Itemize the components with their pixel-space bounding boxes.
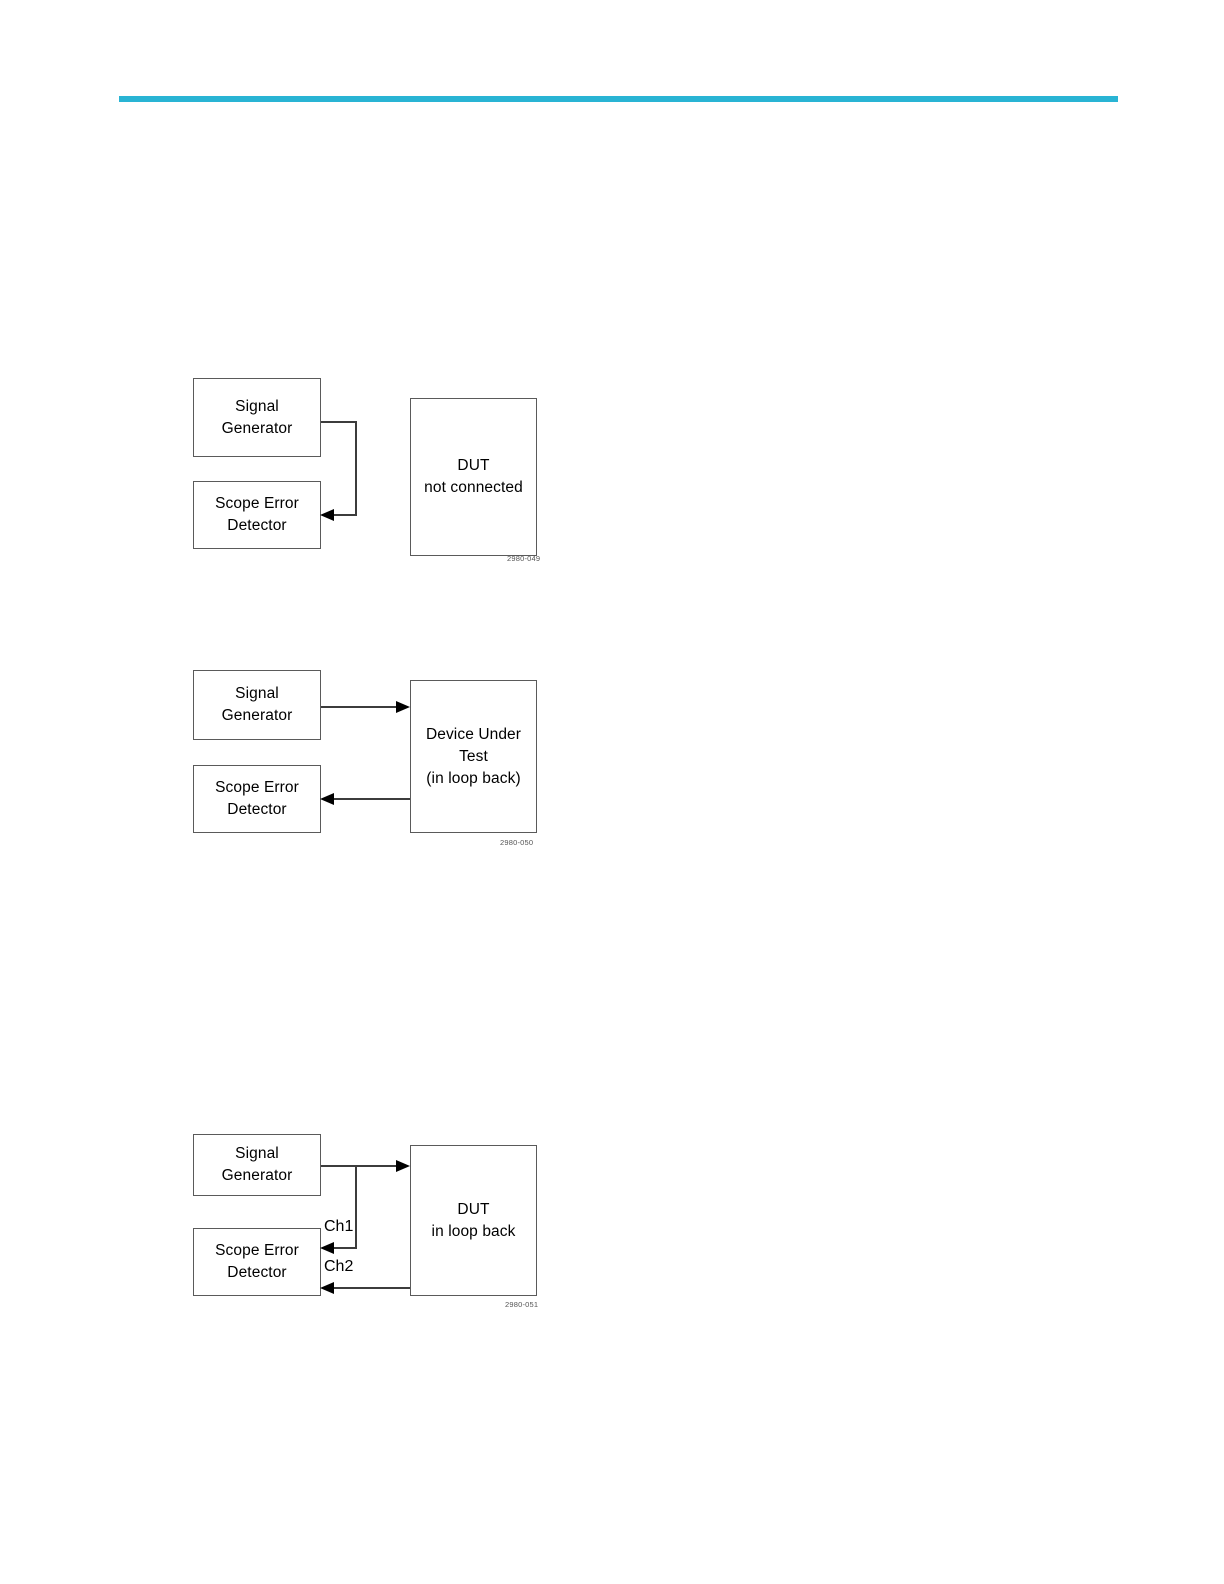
block-dut: Device Under Test (in loop back): [410, 680, 537, 833]
wire-generator-to-dut-arrowhead: [396, 701, 410, 713]
block-dut-label: DUT not connected: [424, 457, 523, 496]
block-dut: DUT in loop back: [410, 1145, 537, 1296]
label-channel-1: Ch1: [324, 1218, 354, 1235]
figure-id-code: 2980-051: [505, 1300, 539, 1309]
block-scope-error-detector-label: Scope Error Detector: [215, 1242, 299, 1281]
block-scope-error-detector: Scope Error Detector: [193, 481, 321, 549]
wire-loopback: [321, 421, 357, 516]
block-scope-error-detector-label: Scope Error Detector: [215, 779, 299, 818]
block-dut: DUT not connected: [410, 398, 537, 556]
block-scope-error-detector: Scope Error Detector: [193, 765, 321, 833]
header-accent-rule: [119, 96, 1118, 102]
wire-dut-to-scope-arrowhead: [320, 793, 334, 805]
wire-channel-1-arrowhead: [320, 1242, 334, 1254]
label-channel-2: Ch2: [324, 1258, 354, 1275]
wire-channel-2-arrowhead: [320, 1282, 334, 1294]
wire-generator-to-dut-arrowhead: [396, 1160, 410, 1172]
wire-loopback-arrowhead: [320, 509, 334, 521]
figure-id-code: 2980-049: [507, 554, 541, 563]
figure-id-code: 2980-050: [500, 838, 534, 847]
block-signal-generator-label: Signal Generator: [221, 685, 293, 724]
block-signal-generator: Signal Generator: [193, 378, 321, 457]
block-scope-error-detector: Scope Error Detector: [193, 1228, 321, 1296]
block-scope-error-detector-label: Scope Error Detector: [215, 495, 299, 534]
block-signal-generator-label: Signal Generator: [221, 397, 293, 437]
block-dut-label: Device Under Test (in loop back): [425, 725, 522, 787]
block-dut-label: DUT in loop back: [431, 1200, 516, 1240]
block-signal-generator: Signal Generator: [193, 670, 321, 740]
block-signal-generator-label: Signal Generator: [221, 1145, 293, 1184]
block-signal-generator: Signal Generator: [193, 1134, 321, 1196]
